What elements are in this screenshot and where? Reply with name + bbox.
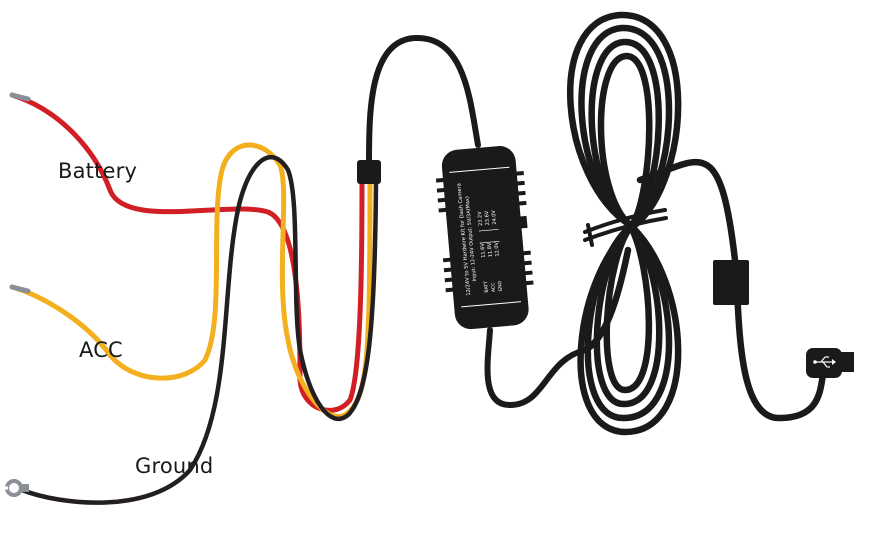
wire-splice	[357, 160, 381, 184]
cable-to-box	[366, 34, 481, 165]
box-cutoff-12v-1: 11.6V	[480, 242, 487, 258]
box-cutoff-24v-2: 23.6V	[484, 210, 491, 226]
twist-tie	[583, 208, 668, 247]
ring-terminal-icon	[3, 479, 29, 497]
ground-wire	[19, 155, 379, 505]
box-key-3: GND	[497, 280, 504, 291]
battery-label: Battery	[58, 159, 138, 183]
box-cutoff-12v-3: 12.0V	[494, 241, 501, 257]
usb-icon	[806, 348, 854, 378]
ferrite-core	[713, 260, 749, 305]
battery-wire-tip	[9, 92, 31, 102]
box-cutoff-12v-2: 11.8V	[487, 242, 494, 258]
ground-label: Ground	[135, 454, 214, 478]
acc-wire	[9, 142, 373, 420]
converter-box: 12/24V to 5V Hardwire Kit for Dash Camer…	[435, 146, 534, 330]
acc-wire-tip	[9, 284, 31, 294]
cable-to-plug	[636, 158, 827, 422]
coiled-cable	[567, 11, 682, 436]
box-key-1: BATT	[483, 281, 490, 293]
box-key-2: ACC	[490, 282, 497, 292]
acc-label: ACC	[79, 338, 123, 362]
cable-into-coil	[581, 246, 632, 354]
box-cutoff-24v-3: 24.0V	[491, 209, 498, 225]
box-cutoff-24v-1: 23.2V	[477, 211, 484, 227]
battery-wire	[9, 92, 365, 413]
cable-from-box	[484, 327, 588, 409]
